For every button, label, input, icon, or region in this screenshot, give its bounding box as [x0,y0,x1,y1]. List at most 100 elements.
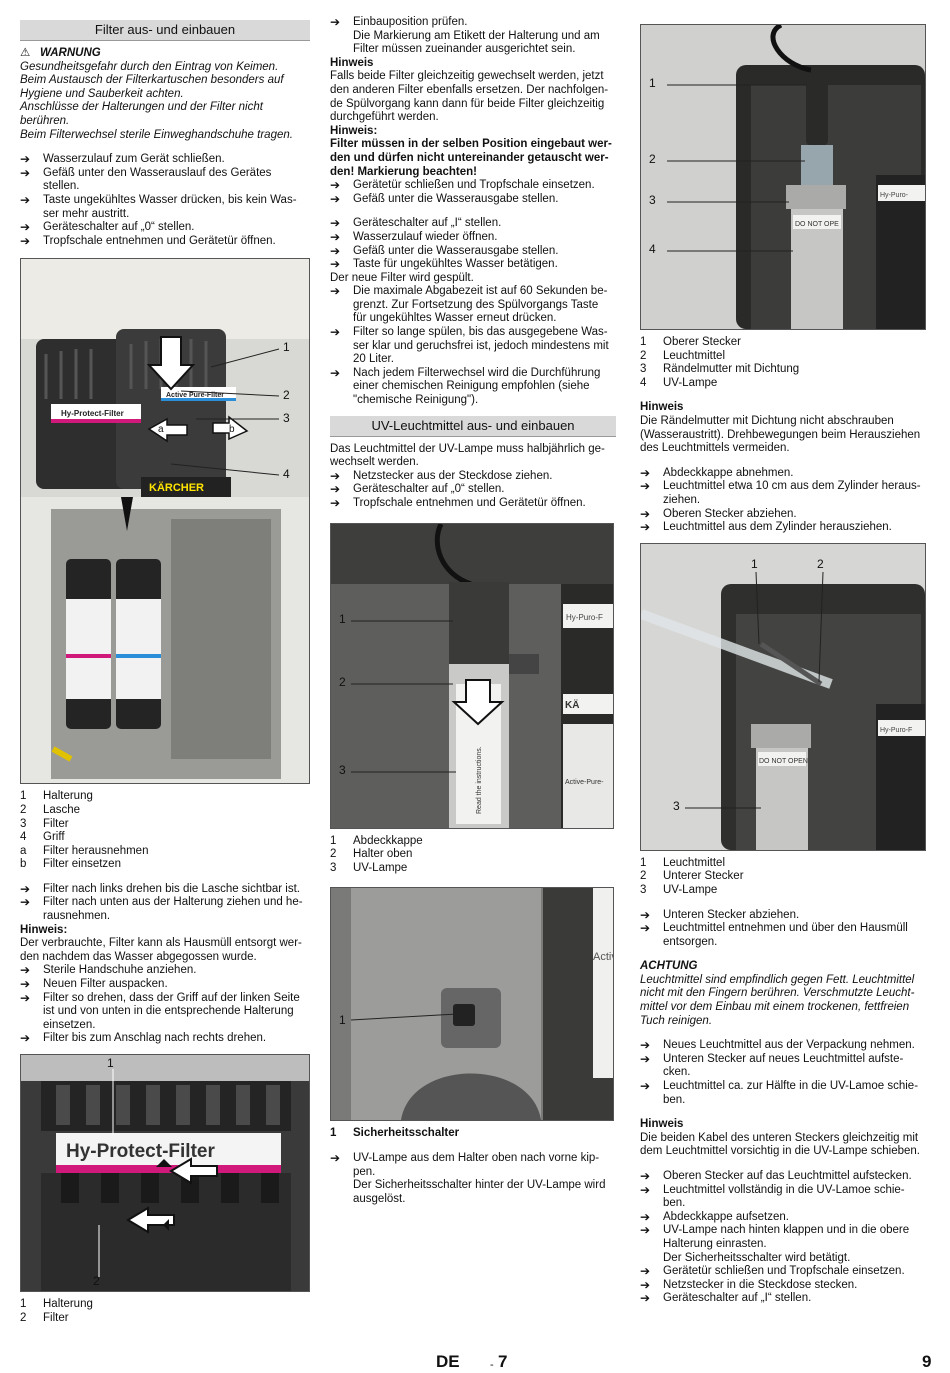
legend-key: 1 [640,856,647,869]
arrow-right-icon: ➔ [640,1038,651,1053]
arrow-right-icon: ➔ [330,229,341,244]
filter-removal-illustration: Hy-Protect-Filter Active Pure-Filter KÄR… [21,259,309,784]
text-line: durchgeführt werden. [330,111,439,124]
step-item: ➔ UV-Lampe nach hinten klappen und in die… [640,1224,928,1265]
text-line: Taste für ungekühltes Wasser betätigen. [353,258,558,271]
text-line: Unteren Stecker abziehen. [663,908,800,921]
text-line: Halterung einrasten. [663,1237,767,1250]
legend-value: Filter [43,817,69,830]
arrow-right-icon: ➔ [640,1277,651,1292]
text-line: Leuchtmittel aus dem Zylinder herauszieh… [663,521,892,534]
legend-key: 2 [20,1311,27,1324]
text-line: Filter nach unten aus der Halterung zieh… [43,896,303,909]
step-item: ➔Die maximale Abgabezeit ist auf 60 Seku… [330,285,616,326]
fig2-callout-1: 1 [107,1056,114,1070]
text-line: Oberen Stecker abziehen. [663,507,797,520]
step-item: ➔Leuchtmittel vollständig in die UV-Lamo… [640,1182,928,1211]
text-line: mittel vor dem Einbau mit einem trockene… [640,1001,910,1014]
text-line: Filter so drehen, dass der Griff auf der… [43,991,300,1004]
step-item: ➔Gerätetür schließen und Tropfschale ein… [330,179,616,193]
uv-parts-illustration: DO NOT OPE Hy-Puro- [641,25,925,329]
text-line: Taste ungekühltes Wasser drücken, bis ke… [43,193,297,206]
step-item: ➔Leuchtmittel entnehmen und über den Hau… [640,921,928,949]
steps-reassemble: ➔Oberen Stecker auf das Leuchtmittel auf… [640,1169,928,1306]
text-line: Beim Filterwechsel sterile Einweghandsch… [20,128,293,141]
arrow-right-icon: ➔ [640,1182,651,1197]
text-line: Gefäß unter die Wasserausgabe stellen. [353,192,559,205]
text-line: UV-Lampe nach hinten klappen und in die … [663,1224,910,1237]
arrow-right-icon: ➔ [20,192,31,207]
steps-close: ➔Gerätetür schließen und Tropfschale ein… [330,179,616,206]
hinweis-label-3: Hinweis: [330,124,378,137]
text-line: Der Sicherheitsschalter wird betätigt. [663,1251,851,1264]
text-line: Die Rändelmutter mit Dichtung nicht absc… [640,414,894,427]
arrow-right-icon: ➔ [330,284,341,299]
step-item: ➔Leuchtmittel ca. zur Hälfte in die UV-L… [640,1079,928,1107]
text-line: Falls beide Filter gleichzeitig gewechse… [330,70,604,83]
legend-key: 1 [330,1127,337,1140]
legend-item: a Filter herausnehmen [20,845,310,859]
fig3-callout-2: 2 [339,674,346,689]
step-item: ➔Taste für ungekühltes Wasser betätigen. [330,257,616,272]
warning-triangle-icon: ⚠ [20,47,31,59]
step-item: ➔Geräteschalter auf „0“ stellen. [330,483,616,497]
legend-key: a [20,844,27,857]
text-line: Hygiene und Sauberkeit achten. [20,87,184,100]
fig2-callout-2: 2 [93,1274,100,1288]
step-item: ➔Abdeckkappe aufsetzen. [640,1210,928,1225]
fig3-label-b: Active-Pure- [565,779,604,786]
text-line: Geräteschalter auf „I“ stellen. [663,1292,812,1305]
fig6-callout-1: 1 [751,556,758,571]
text-line: Filter so lange spülen, bis das ausgegeb… [353,326,608,339]
fig3-callout-3: 3 [339,762,346,777]
step-item: ➔Tropfschale entnehmen und Gerätetür öff… [330,496,616,511]
text-line: dem Leuchtmittel vorsichtig in die UV-La… [640,1145,920,1158]
steps-uv-remove: ➔Abdeckkappe abnehmen.➔Leuchtmittel etwa… [640,466,928,535]
legend-key: 4 [640,376,647,389]
uv-intro: Das Leuchtmittel der UV-Lampe muss halbj… [330,443,616,470]
figure-uv-lower-plug: DO NOT OPEN Hy-Puro-F 1 2 3 [640,542,926,851]
legend-value: Halterung [43,790,93,803]
arrow-right-icon: ➔ [20,895,31,910]
arrow-right-icon: ➔ [640,1079,651,1094]
achtung-text: Leuchtmittel sind empfindlich gegen Fett… [640,974,928,1028]
arrow-right-icon: ➔ [20,152,31,167]
text-line: Der Sicherheitsschalter hinter der UV-La… [353,1179,606,1192]
text-line: ziehen. [663,493,701,506]
arrow-right-icon: ➔ [640,1223,651,1238]
text-line: Filter nach links drehen bis die Lasche … [43,882,300,895]
section-title-filter: Filter aus- und einbauen [20,20,310,41]
text-line: Anschlüsse der Halterungen und der Filte… [20,101,263,127]
text-line: Neues Leuchtmittel aus der Verpackung ne… [663,1039,915,1052]
text-line: Leuchtmittel entnehmen und über den Haus… [663,922,908,935]
text-line: Geräteschalter auf „0“ stellen. [353,483,505,496]
text-line: Netzstecker in die Steckdose stecken. [663,1278,858,1291]
legend-value: Halterung [43,1298,93,1310]
hinweis-text-5: Die beiden Kabel des unteren Steckers gl… [640,1132,928,1159]
step-item: ➔ Netzstecker in die Steckdose stecken. [640,1277,928,1293]
legend-value: Lasche [43,803,81,816]
arrow-right-icon: ➔ [640,907,651,922]
text-line: wechselt werden. [330,456,419,469]
text-line: Nach jedem Filterwechsel wird die Durchf… [353,366,601,379]
step-item: ➔ Nach jedem Filterwechsel wird die Durch… [330,365,616,408]
fig4-callout-1: 1 [339,1013,346,1028]
legend-value: Filter herausnehmen [43,844,149,857]
footer-sheet-number: 9 [922,1352,932,1371]
step-item: ➔UV-Lampe aus dem Halter oben nach vorne… [330,1151,616,1206]
hinweis-text-4: Die Rändelmutter mit Dichtung nicht absc… [640,415,928,456]
arrow-right-icon: ➔ [330,365,341,380]
step-item: ➔ Taste ungekühltes Wasser drücken, bis k… [20,192,310,221]
text-line: Tropfschale entnehmen und Gerätetür öffn… [43,234,276,247]
text-line: UV-Lampe aus dem Halter oben nach vorne … [353,1151,600,1164]
legend-value: Sicherheitsschalter [353,1127,460,1140]
text-line: Neuen Filter auspacken. [43,978,168,991]
text-line: Geräteschalter auf „I“ stellen. [353,217,502,230]
